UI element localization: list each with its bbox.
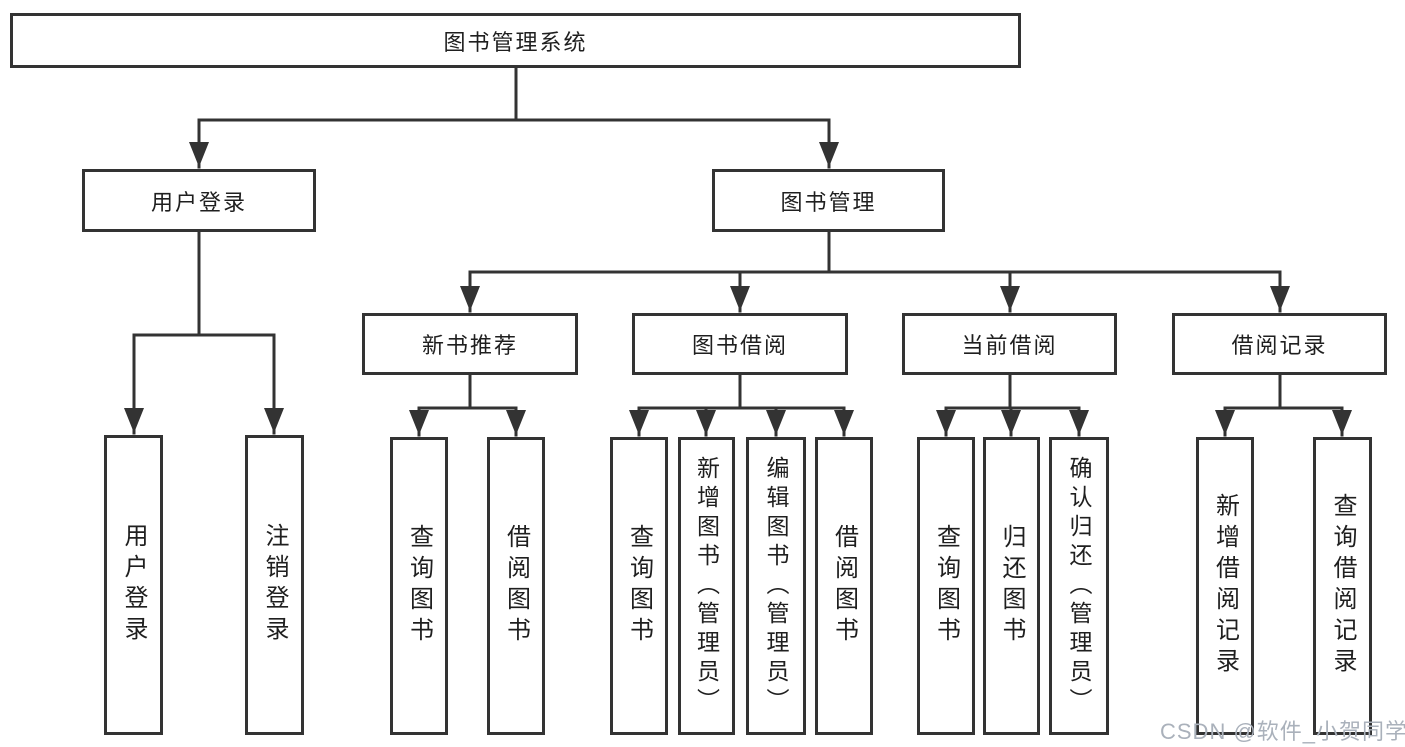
connector-book-mgmt (460, 230, 1290, 313)
node-borrow-record: 借阅记录 (1172, 313, 1387, 375)
leaf-record-query-label: 查询借阅记录 (1329, 493, 1356, 679)
leaf-borrow-borrow: 借阅图书 (815, 437, 873, 735)
node-current-borrow-label: 当前借阅 (961, 333, 1058, 358)
node-book-mgmt: 图书管理 (712, 169, 945, 232)
leaf-current-return-label: 归还图书 (998, 524, 1025, 648)
node-root-label: 图书管理系统 (443, 29, 588, 55)
node-user-login: 用户登录 (82, 169, 316, 232)
leaf-user-login-label: 用户登录 (120, 523, 147, 647)
leaf-current-return: 归还图书 (983, 437, 1040, 735)
leaf-borrow-query: 查询图书 (610, 437, 668, 735)
leaf-user-login: 用户登录 (104, 435, 163, 735)
leaf-borrow-edit-label: 编辑图书（管理员） (763, 455, 789, 717)
node-borrow-record-label: 借阅记录 (1231, 333, 1328, 358)
leaf-record-query: 查询借阅记录 (1313, 437, 1372, 735)
leaf-logout: 注销登录 (245, 435, 304, 735)
connector-book-borrow (629, 373, 854, 437)
leaf-current-confirm: 确认归还（管理员） (1049, 437, 1109, 735)
node-book-borrow-label: 图书借阅 (691, 333, 788, 358)
node-book-borrow: 图书借阅 (632, 313, 848, 375)
leaf-borrow-borrow-label: 借阅图书 (830, 524, 858, 648)
connector-current-borrow (936, 373, 1089, 437)
node-user-login-label: 用户登录 (150, 189, 247, 215)
node-current-borrow: 当前借阅 (902, 313, 1117, 375)
leaf-borrow-add: 新增图书（管理员） (678, 437, 735, 735)
connector-borrow-record (1215, 373, 1352, 437)
leaf-newbook-query: 查询图书 (390, 437, 448, 735)
leaf-borrow-query-label: 查询图书 (625, 524, 653, 648)
leaf-logout-label: 注销登录 (261, 523, 288, 647)
leaf-current-query: 查询图书 (917, 437, 975, 735)
leaf-newbook-query-label: 查询图书 (405, 524, 433, 648)
node-book-mgmt-label: 图书管理 (780, 189, 877, 215)
leaf-newbook-borrow: 借阅图书 (487, 437, 545, 735)
leaf-record-add: 新增借阅记录 (1196, 437, 1254, 735)
connector-root (189, 66, 839, 169)
leaf-current-query-label: 查询图书 (932, 524, 960, 648)
leaf-borrow-add-label: 新增图书（管理员） (693, 455, 720, 717)
node-new-book-label: 新书推荐 (421, 333, 518, 358)
leaf-record-add-label: 新增借阅记录 (1211, 493, 1239, 679)
node-new-book: 新书推荐 (362, 313, 578, 375)
leaf-newbook-borrow-label: 借阅图书 (502, 524, 530, 648)
leaf-current-confirm-label: 确认归还（管理员） (1066, 455, 1092, 717)
node-root: 图书管理系统 (10, 13, 1021, 68)
leaf-borrow-edit: 编辑图书（管理员） (746, 437, 806, 735)
csdn-watermark: CSDN @软件_小贺同学 (1160, 719, 1405, 744)
connector-new-book (409, 373, 526, 437)
connector-user-login (124, 230, 284, 435)
